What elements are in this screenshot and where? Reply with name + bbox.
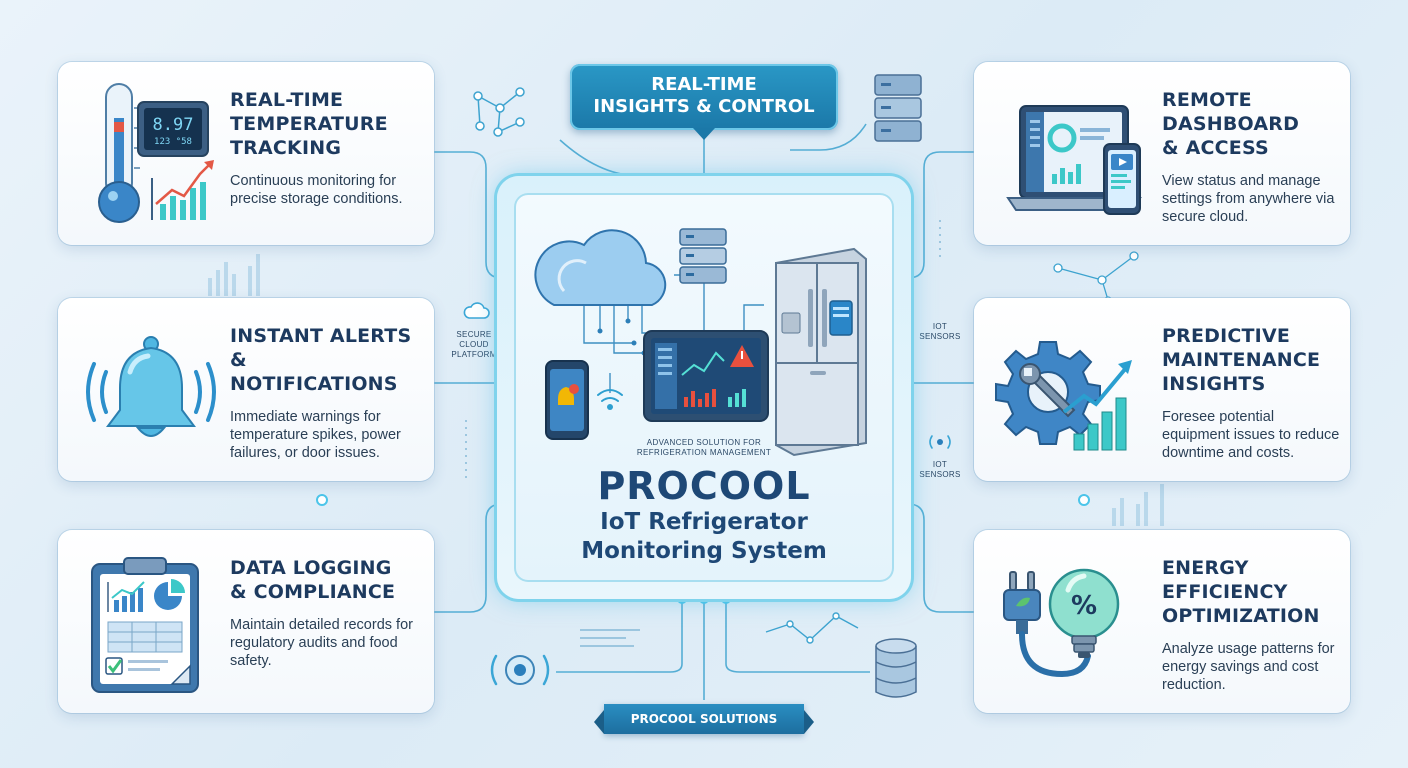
gear-wrench-icon — [995, 341, 1132, 451]
banner-line-1: Real-Time — [651, 74, 757, 95]
card-title-line: Instant Alerts — [230, 325, 412, 347]
card-title: Remote Dashboard & Access — [1162, 88, 1340, 160]
wifi-icon — [597, 389, 623, 402]
subtitle-line-2: Refrigeration Management — [636, 448, 772, 457]
card-title-line: Temperature — [230, 113, 388, 135]
dashboard-tablet-icon — [643, 330, 769, 422]
card-title-line: Real-Time — [230, 89, 344, 111]
system-title-line-1: IoT Refrigerator — [600, 509, 808, 535]
card-description: Immediate warnings for temperature spike… — [230, 409, 401, 461]
phone-alert-icon — [545, 360, 589, 440]
cloud-icon — [463, 302, 490, 319]
card-description: Analyze usage patterns for energy saving… — [1162, 641, 1335, 693]
card-title-line: Remote — [1162, 89, 1252, 111]
feature-card-predictive: Predictive Maintenance Insights Foresee … — [974, 298, 1350, 481]
banner-line-2: Insights & Control — [593, 96, 815, 117]
cloud-label-line-2: Cloud — [459, 340, 489, 349]
card-title: Predictive Maintenance Insights — [1162, 324, 1340, 396]
banner-pointer — [693, 128, 715, 140]
feature-card-remote: Remote Dashboard & Access View status an… — [974, 62, 1350, 245]
card-title-line: Optimization — [1162, 605, 1320, 627]
card-title-line: Tracking — [230, 137, 342, 159]
clipboard-icon — [91, 557, 199, 693]
database-icon — [875, 638, 917, 698]
card-title-line: & Access — [1162, 137, 1269, 159]
card-title-line: Insights — [1162, 373, 1266, 395]
card-title-line: Predictive — [1162, 325, 1291, 347]
plug-bulb-icon: % — [1003, 568, 1120, 678]
card-description: Continuous monitoring for precise storag… — [230, 173, 403, 207]
server-stack-icon — [874, 74, 922, 142]
secure-cloud-label: Secure Cloud Platform — [446, 330, 502, 360]
card-title: Data Logging & Compliance — [230, 556, 420, 604]
card-title: Real-Time Temperature Tracking — [230, 88, 420, 160]
card-title-line: Data Logging — [230, 557, 392, 579]
card-title-line: Energy — [1162, 557, 1249, 579]
card-title-line: & Compliance — [230, 581, 396, 603]
sensors-bottom-line-2: Sensors — [919, 470, 961, 479]
cloud-label-line-3: Platform — [451, 350, 497, 359]
card-title-line: & Notifications — [230, 349, 398, 395]
insights-banner: Real-Time Insights & Control — [570, 64, 838, 130]
sensor-signal-icon — [490, 654, 550, 686]
footer-badge: Procool Solutions — [594, 704, 814, 734]
sensors-top-line-2: Sensors — [919, 332, 961, 341]
feature-card-alerts: Instant Alerts & Notifications Immediate… — [58, 298, 434, 481]
card-description: Maintain detailed records for regulatory… — [230, 617, 413, 669]
card-title: Energy Efficiency Optimization — [1162, 556, 1340, 628]
display-reading: 8.97 — [153, 115, 194, 135]
subtitle-line-1: Advanced Solution for — [646, 438, 762, 447]
brand-name: PROCOOL — [597, 464, 811, 508]
feature-card-energy: % Energy Efficiency Optimization Analyze… — [974, 530, 1350, 713]
center-illustration — [534, 228, 867, 457]
card-title-line: Efficiency — [1162, 581, 1288, 603]
refrigerator-icon — [775, 247, 867, 457]
cloud-label-line-1: Secure — [456, 330, 492, 339]
card-description: View status and manage settings from any… — [1162, 173, 1335, 225]
laptop-phone-icon — [1006, 105, 1142, 215]
bulb-percent-symbol: % — [1071, 591, 1097, 621]
feature-card-temperature: 8.97 123 °58 Real-Time Temperature Track… — [58, 62, 434, 245]
cloud-platform-icon — [534, 229, 667, 306]
system-title-line-2: Monitoring System — [581, 538, 827, 564]
center-subtitle: Advanced Solution for Refrigeration Mana… — [514, 438, 894, 458]
iot-sensors-label-bottom: IoT Sensors — [910, 460, 970, 480]
bell-icon — [86, 336, 216, 437]
system-title: IoT Refrigerator Monitoring System — [514, 508, 894, 566]
sensors-top-line-1: IoT — [932, 322, 948, 331]
thermometer-icon: 8.97 123 °58 — [98, 83, 214, 223]
sensors-bottom-line-1: IoT — [932, 460, 948, 469]
server-icon — [679, 228, 727, 284]
display-subreading: 123 °58 — [154, 137, 192, 147]
wireless-sensor-icon — [929, 435, 951, 449]
feature-card-logging: Data Logging & Compliance Maintain detai… — [58, 530, 434, 713]
iot-sensors-label-top: IoT Sensors — [910, 322, 970, 342]
card-title-line: Dashboard — [1162, 113, 1300, 135]
card-title-line: Maintenance — [1162, 349, 1321, 371]
card-description: Foresee potential equipment issues to re… — [1162, 409, 1340, 461]
card-title: Instant Alerts & Notifications — [230, 324, 420, 396]
